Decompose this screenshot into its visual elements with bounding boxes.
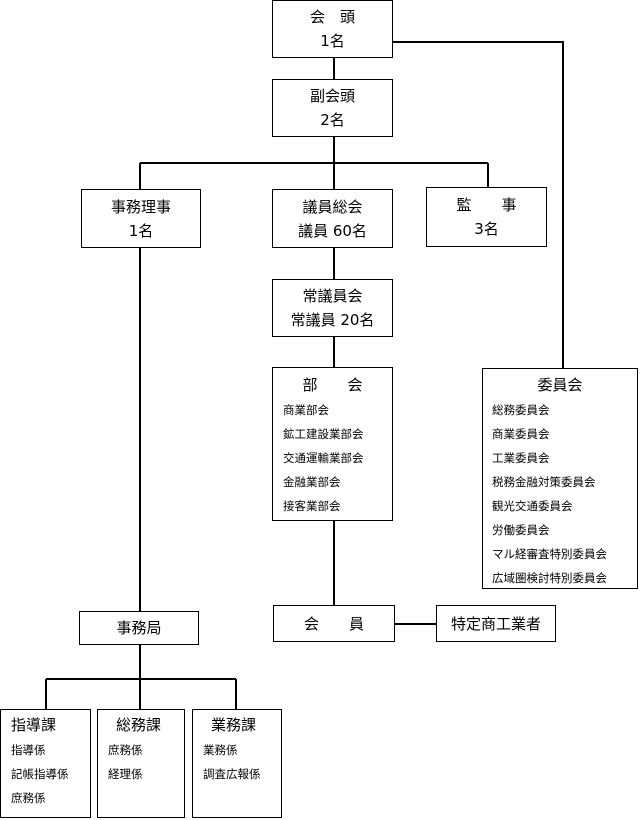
line-president-committees	[393, 41, 564, 368]
president-title: 会 頭	[309, 8, 355, 26]
auditor-title: 監 事	[456, 196, 517, 214]
section-list: 業務係 調査広報係	[203, 738, 281, 786]
committee-item: マル経審査特別委員会	[492, 547, 607, 561]
committee-item: 商業委員会	[492, 427, 550, 441]
vice-president-box: 副会頭 2名	[272, 79, 393, 137]
section-item: 業務係	[203, 743, 238, 757]
divisions-box: 部 会 商業部会 鉱工建設業部会 交通運輸業部会 金融業部会 接客業部会	[272, 367, 393, 521]
section-item: 記帳指導係	[11, 767, 69, 781]
committees-box: 委員会 総務委員会 商業委員会 工業委員会 税務金融対策委員会 観光交通委員会 …	[482, 368, 638, 589]
section-box-guidance: 指導課 指導係 記帳指導係 庶務係	[0, 709, 91, 818]
section-box-general: 総務課 庶務係 経理係	[97, 709, 185, 818]
section-title: 業務課	[211, 716, 257, 734]
president-count: 1名	[320, 32, 345, 50]
members-title: 会 員	[303, 614, 364, 633]
section-item: 指導係	[11, 743, 46, 757]
committees-list: 総務委員会 商業委員会 工業委員会 税務金融対策委員会 観光交通委員会 労働委員…	[492, 398, 637, 590]
division-item: 商業部会	[283, 403, 329, 417]
committee-item: 工業委員会	[492, 451, 550, 465]
section-title: 総務課	[116, 716, 162, 734]
committee-item: 総務委員会	[492, 403, 550, 417]
standing-assembly-title: 常議員会	[302, 287, 363, 305]
general-assembly-count: 議員 60名	[298, 221, 367, 240]
section-title: 指導課	[11, 716, 57, 734]
section-box-business: 業務課 業務係 調査広報係	[192, 709, 282, 818]
section-item: 庶務係	[11, 791, 46, 805]
committee-item: 広域圏検討特別委員会	[492, 571, 607, 585]
division-item: 鉱工建設業部会	[283, 427, 364, 441]
vice-president-count: 2名	[320, 111, 345, 129]
president-box: 会 頭 1名	[272, 0, 393, 58]
standing-assembly-box: 常議員会 常議員 20名	[272, 279, 393, 337]
committee-item: 労働委員会	[492, 523, 550, 537]
general-assembly-box: 議員総会 議員 60名	[272, 189, 393, 248]
members-box: 会 員	[273, 605, 395, 642]
managing-director-box: 事務理事 1名	[81, 189, 201, 248]
committees-title: 委員会	[537, 376, 583, 394]
specified-title: 特定商工業者	[450, 614, 541, 633]
committee-item: 観光交通委員会	[492, 499, 573, 513]
standing-assembly-count: 常議員 20名	[290, 311, 375, 329]
auditor-count: 3名	[474, 220, 499, 238]
managing-director-title: 事務理事	[110, 197, 171, 216]
specified-box: 特定商工業者	[436, 605, 556, 642]
section-item: 調査広報係	[203, 767, 261, 781]
section-list: 庶務係 経理係	[108, 738, 184, 786]
divisions-title: 部 会	[302, 376, 363, 394]
section-item: 庶務係	[108, 743, 143, 757]
vice-president-title: 副会頭	[309, 87, 355, 105]
division-item: 接客業部会	[283, 499, 341, 513]
auditor-box: 監 事 3名	[426, 187, 547, 247]
section-list: 指導係 記帳指導係 庶務係	[11, 738, 90, 810]
general-assembly-title: 議員総会	[302, 197, 363, 216]
section-item: 経理係	[108, 767, 143, 781]
committee-item: 税務金融対策委員会	[492, 475, 596, 489]
managing-director-count: 1名	[128, 221, 154, 240]
divisions-list: 商業部会 鉱工建設業部会 交通運輸業部会 金融業部会 接客業部会	[283, 398, 392, 518]
division-item: 金融業部会	[283, 475, 341, 489]
division-item: 交通運輸業部会	[283, 451, 364, 465]
secretariat-title: 事務局	[116, 619, 162, 637]
secretariat-box: 事務局	[79, 611, 199, 645]
